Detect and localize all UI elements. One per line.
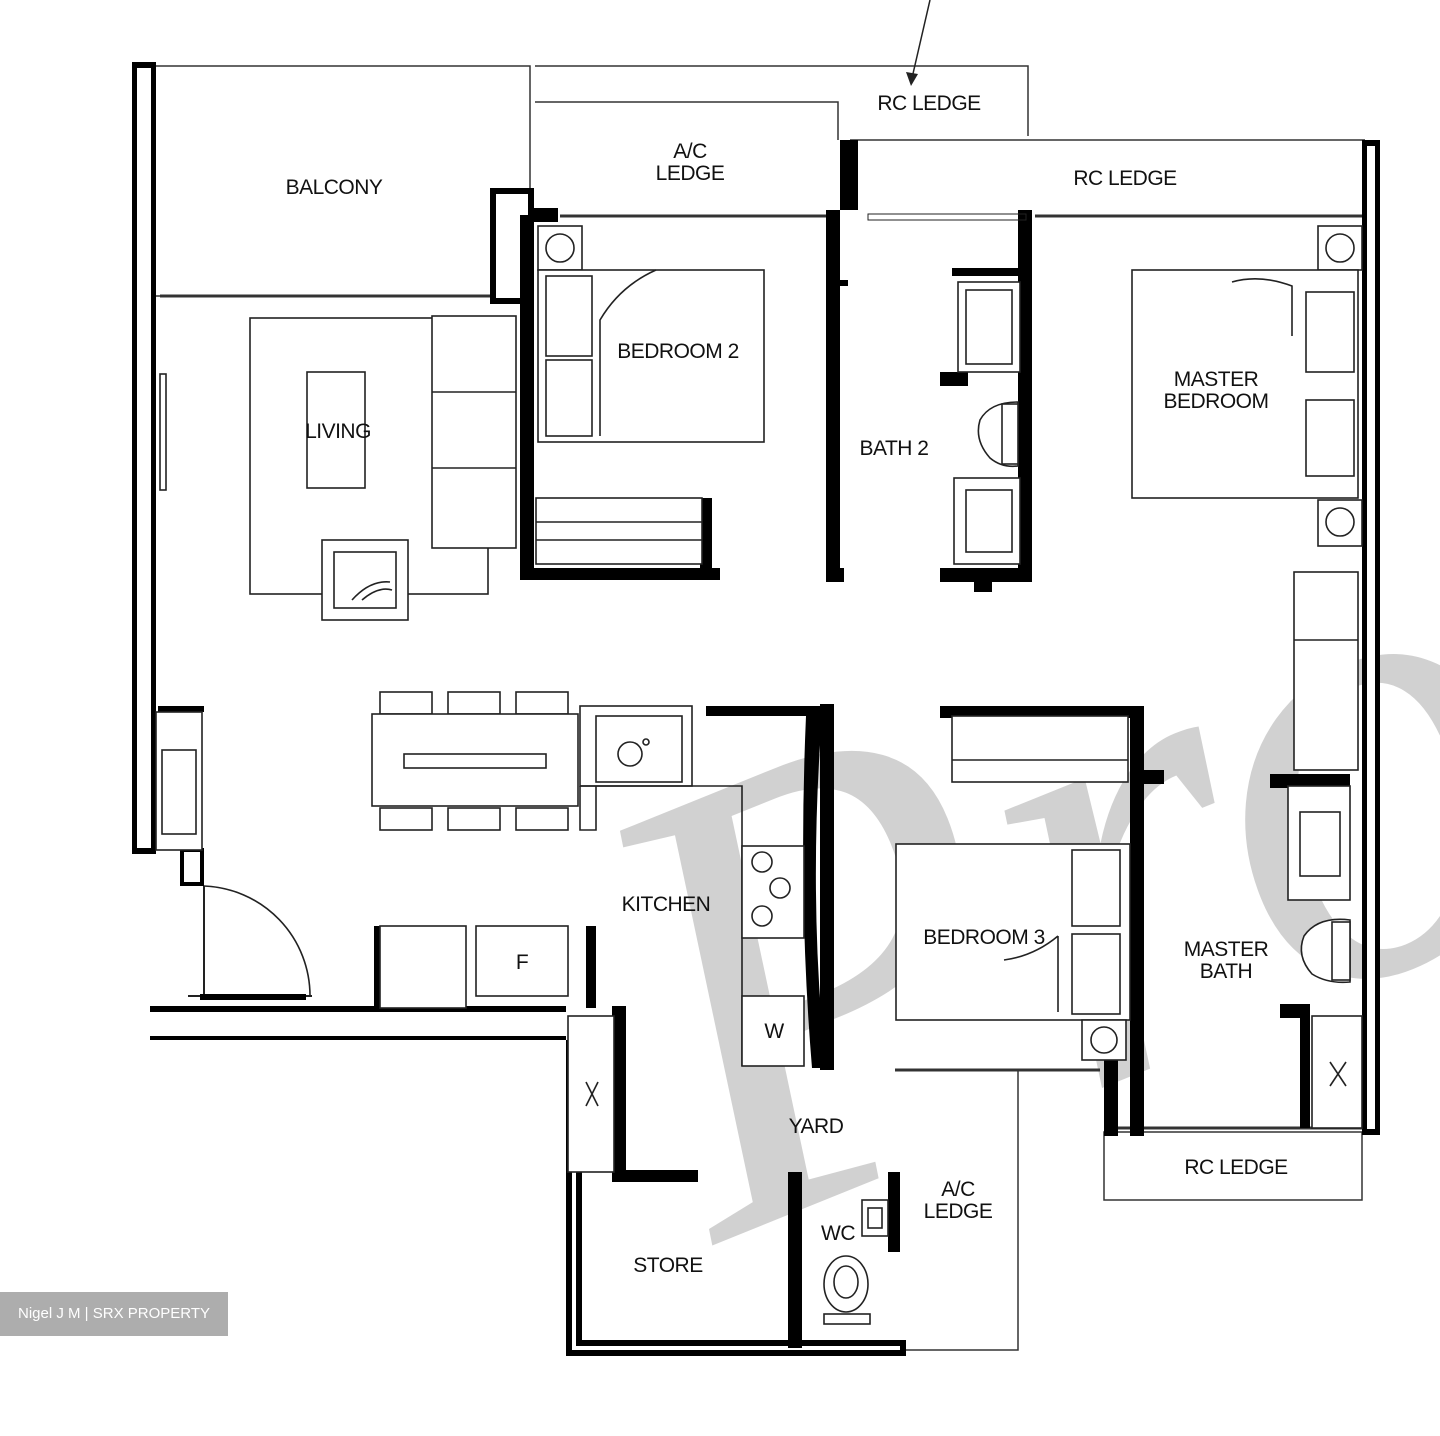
label-ac-ledge-top-1: A/C: [673, 140, 707, 163]
kitchen-counter: [379, 705, 805, 1067]
label-ac-ledge-bottom-1: A/C: [941, 1178, 975, 1201]
photo-credit: Nigel J M | SRX PROPERTY: [0, 1292, 228, 1336]
room-labels: BALCONY A/C LEDGE RC LEDGE RC LEDGE BEDR…: [286, 92, 1289, 1277]
label-ac-ledge-top-2: LEDGE: [656, 162, 725, 185]
label-bedroom3: BEDROOM 3: [923, 926, 1045, 949]
label-fridge: F: [516, 951, 528, 974]
label-kitchen: KITCHEN: [622, 893, 711, 916]
label-ac-ledge-bottom-2: LEDGE: [924, 1200, 993, 1223]
label-rc-ledge-upper: RC LEDGE: [1073, 167, 1177, 190]
shoe-cabinet: [155, 711, 203, 851]
label-bath2: BATH 2: [860, 437, 929, 460]
label-yard: YARD: [789, 1115, 844, 1138]
living-furniture: [159, 315, 517, 621]
label-master-bath-2: BATH: [1200, 960, 1252, 983]
label-wc: WC: [821, 1222, 855, 1245]
dining-set: [371, 691, 579, 831]
label-rc-ledge-bottom: RC LEDGE: [1184, 1156, 1288, 1179]
label-rc-ledge-top: RC LEDGE: [877, 92, 981, 115]
label-master-bedroom-1: MASTER: [1174, 368, 1259, 391]
yard-fixtures: [567, 1015, 889, 1325]
master-bath-fixtures: [1287, 785, 1363, 1129]
bedroom3-furniture: [895, 715, 1131, 1061]
walls: [132, 62, 1380, 1356]
entrance-door: [188, 885, 312, 1000]
label-master-bath-1: MASTER: [1184, 938, 1269, 961]
label-bedroom2: BEDROOM 2: [617, 340, 739, 363]
label-living: LIVING: [305, 420, 371, 443]
label-store: STORE: [633, 1254, 703, 1277]
ledge-outlines: [154, 65, 1365, 1351]
label-balcony: BALCONY: [286, 176, 383, 199]
label-washer: W: [764, 1020, 784, 1043]
label-master-bedroom-2: BEDROOM: [1163, 390, 1268, 413]
leader-arrow: [906, 0, 931, 86]
bath2-fixtures: [867, 213, 1027, 565]
bedroom2-furniture: [535, 225, 765, 565]
master-bedroom-furniture: [1131, 225, 1363, 771]
